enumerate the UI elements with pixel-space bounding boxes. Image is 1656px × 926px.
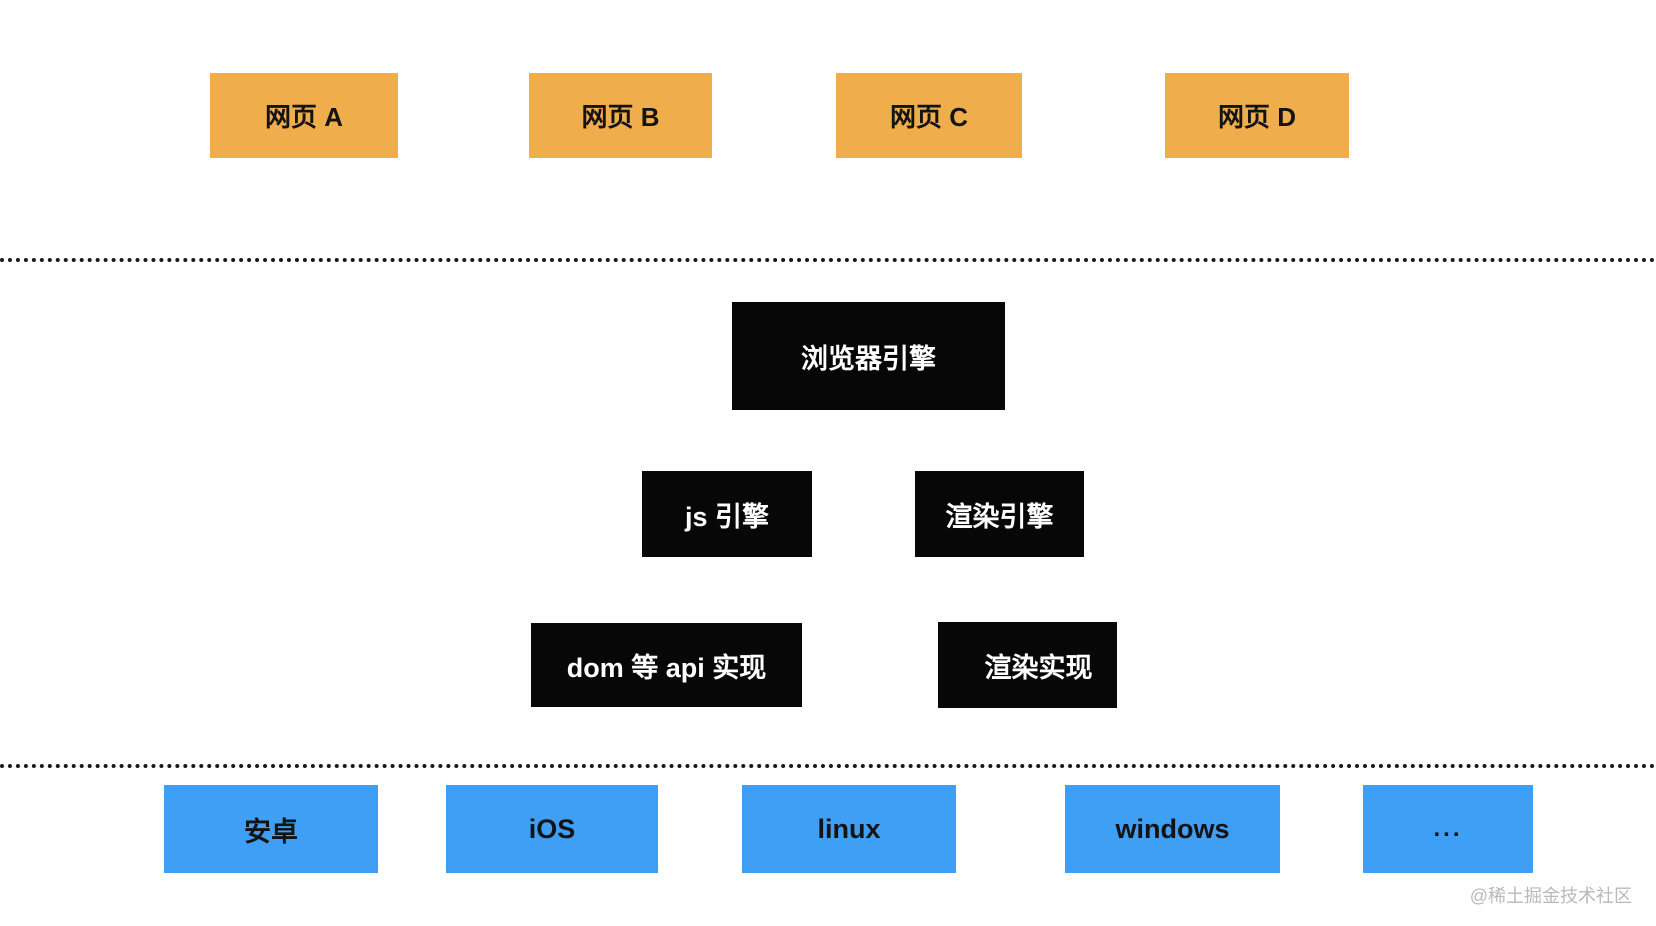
- dom-api-implementation-label: dom 等 api 实现: [566, 652, 767, 683]
- platform-more-box: ...: [1363, 785, 1533, 873]
- webpage-c-label: 网页 C: [889, 102, 968, 132]
- dom-api-implementation-box: dom 等 api 实现: [531, 623, 802, 707]
- render-engine-box: 渲染引擎: [915, 471, 1084, 557]
- webpage-b-label: 网页 B: [581, 102, 660, 132]
- layer-separator-top: [0, 258, 1656, 262]
- platform-android-label: 安卓: [244, 816, 298, 847]
- watermark: @稀土掘金技术社区: [1469, 886, 1632, 906]
- webpage-d-label: 网页 D: [1217, 102, 1296, 132]
- platform-linux-label: linux: [817, 813, 881, 844]
- webpage-c-box: 网页 C: [836, 73, 1022, 158]
- render-engine-label: 渲染引擎: [945, 501, 1054, 532]
- browser-engine-label: 浏览器引擎: [801, 343, 936, 374]
- platform-more-label: ...: [1433, 815, 1463, 842]
- js-engine-label: js 引擎: [684, 501, 770, 532]
- render-implementation-box: 渲染实现: [938, 622, 1117, 708]
- browser-engine-box: 浏览器引擎: [732, 302, 1005, 410]
- platform-ios-label: iOS: [528, 813, 576, 844]
- webpage-d-box: 网页 D: [1165, 73, 1349, 158]
- platform-windows-box: windows: [1065, 785, 1280, 873]
- platform-ios-box: iOS: [446, 785, 658, 873]
- platform-windows-label: windows: [1115, 813, 1230, 844]
- platform-linux-box: linux: [742, 785, 956, 873]
- js-engine-box: js 引擎: [642, 471, 812, 557]
- webpage-a-box: 网页 A: [210, 73, 398, 158]
- webpage-a-label: 网页 A: [264, 102, 343, 132]
- platform-android-box: 安卓: [164, 785, 378, 873]
- render-implementation-label: 渲染实现: [984, 652, 1093, 683]
- webpage-b-box: 网页 B: [529, 73, 712, 158]
- layer-separator-bottom: [0, 764, 1656, 768]
